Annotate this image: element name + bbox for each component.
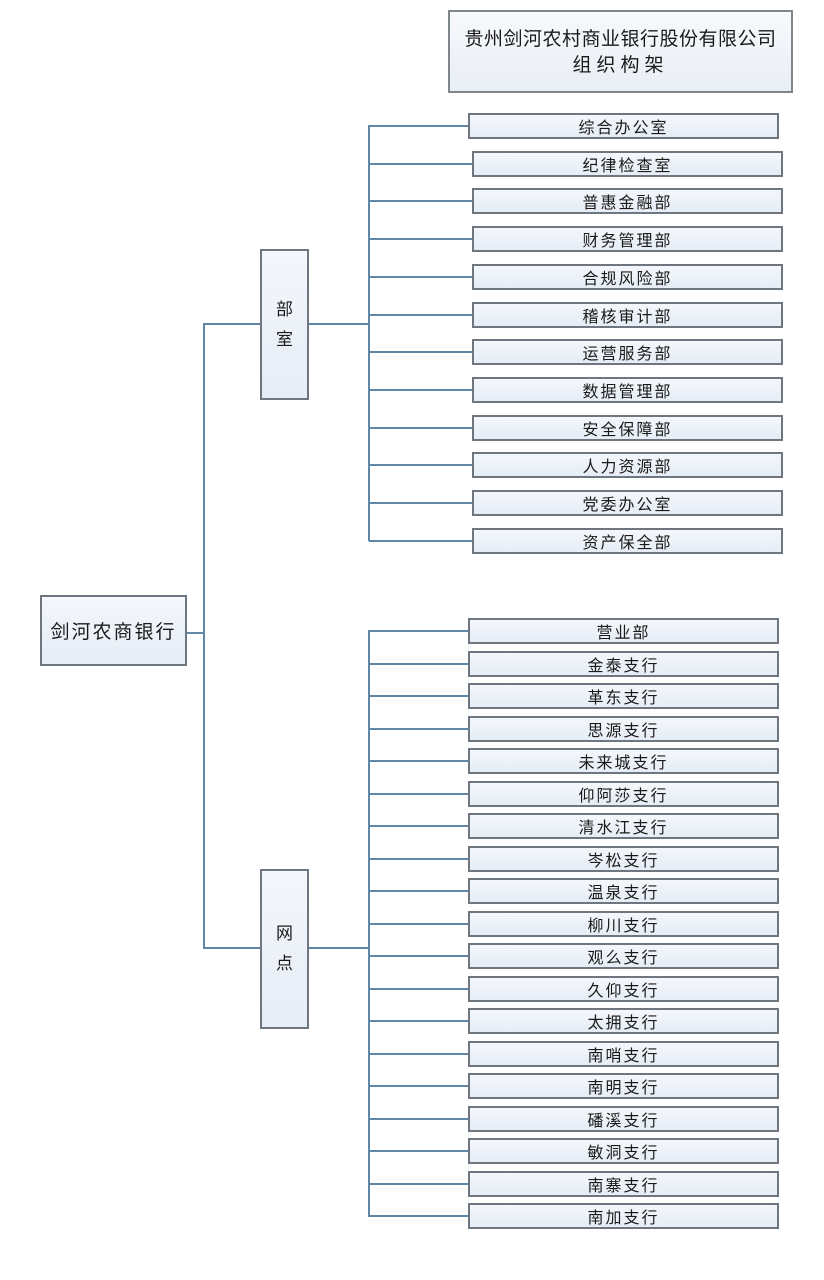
departments-connector — [309, 323, 370, 325]
leaf-connector — [369, 464, 472, 467]
department-node: 人力资源部 — [472, 452, 783, 479]
leaf-connector — [369, 125, 468, 127]
leaf-connector — [369, 275, 472, 278]
chart-title-box: 贵州剑河农村商业银行股份有限公司 组织构架 — [448, 10, 793, 93]
branch-node: 金泰支行 — [468, 650, 779, 677]
branch-node: 南明支行 — [468, 1073, 779, 1099]
branch-node: 太拥支行 — [468, 1008, 779, 1034]
leaf-connector — [369, 426, 472, 429]
group-label-char: 点 — [276, 954, 293, 974]
connector-to-branches — [203, 947, 260, 949]
leaf-connector — [369, 890, 468, 892]
department-node: 运营服务部 — [472, 339, 783, 366]
branch-node: 南加支行 — [468, 1203, 779, 1229]
department-node: 普惠金融部 — [472, 188, 783, 215]
branch-node: 柳川支行 — [468, 910, 779, 937]
group-label-char: 部 — [276, 299, 293, 320]
department-node: 合规风险部 — [472, 263, 783, 290]
leaf-connector — [369, 1117, 468, 1120]
group-label-char: 室 — [276, 329, 293, 350]
department-node: 数据管理部 — [472, 376, 783, 403]
leaf-connector — [369, 1020, 468, 1022]
leaf-connector — [369, 502, 472, 504]
leaf-connector — [369, 1085, 468, 1087]
department-node: 安全保障部 — [472, 414, 783, 441]
branch-node: 南寨支行 — [468, 1170, 779, 1197]
leaf-connector — [369, 760, 468, 762]
department-node: 资产保全部 — [472, 527, 783, 554]
leaf-connector — [369, 539, 472, 542]
branch-node: 革东支行 — [468, 683, 779, 709]
group-node-branches: 网 点 — [260, 869, 309, 1029]
leaf-connector — [369, 200, 472, 203]
leaf-connector — [369, 630, 468, 632]
title-line-company: 贵州剑河农村商业银行股份有限公司 — [464, 27, 777, 50]
branch-node: 营业部 — [468, 618, 779, 644]
department-node: 综合办公室 — [468, 113, 779, 139]
leaf-connector — [369, 695, 468, 697]
branch-node: 清水江支行 — [468, 813, 779, 839]
leaf-connector — [369, 351, 472, 354]
branch-node: 未来城支行 — [468, 748, 779, 774]
connector-to-departments — [203, 323, 260, 325]
leaf-connector — [369, 825, 468, 827]
department-node: 稽核审计部 — [472, 301, 783, 328]
root-connector — [187, 632, 204, 634]
leaf-connector — [369, 857, 468, 860]
branch-node: 思源支行 — [468, 715, 779, 742]
department-node: 党委办公室 — [472, 490, 783, 516]
branch-node: 岑松支行 — [468, 845, 779, 872]
root-trunk — [203, 323, 205, 949]
leaf-connector — [369, 1182, 468, 1185]
branch-node: 仰阿莎支行 — [468, 780, 779, 807]
leaf-connector — [369, 662, 468, 665]
leaf-connector — [369, 987, 468, 990]
leaf-connector — [369, 388, 472, 391]
group-label-char: 网 — [276, 924, 293, 944]
leaf-connector — [369, 955, 468, 957]
leaf-connector — [369, 162, 472, 165]
branch-node: 温泉支行 — [468, 878, 779, 904]
branch-node: 久仰支行 — [468, 975, 779, 1002]
leaf-connector — [369, 1052, 468, 1055]
group-node-departments: 部 室 — [260, 249, 309, 400]
leaf-connector — [369, 1215, 468, 1217]
leaf-connector — [369, 1150, 468, 1152]
branch-node: 观么支行 — [468, 943, 779, 969]
department-node: 财务管理部 — [472, 226, 783, 253]
leaf-connector — [369, 922, 468, 925]
departments-trunk — [368, 125, 370, 541]
department-node: 纪律检查室 — [472, 150, 783, 177]
title-line-subtitle: 组织构架 — [572, 53, 669, 76]
root-node: 剑河农商银行 — [40, 595, 187, 666]
branches-connector — [309, 947, 370, 949]
leaf-connector — [369, 238, 472, 241]
leaf-connector — [369, 727, 468, 730]
leaf-connector — [369, 792, 468, 795]
branch-node: 磻溪支行 — [468, 1105, 779, 1132]
branch-node: 敏洞支行 — [468, 1138, 779, 1164]
branch-node: 南哨支行 — [468, 1040, 779, 1067]
leaf-connector — [369, 313, 472, 316]
